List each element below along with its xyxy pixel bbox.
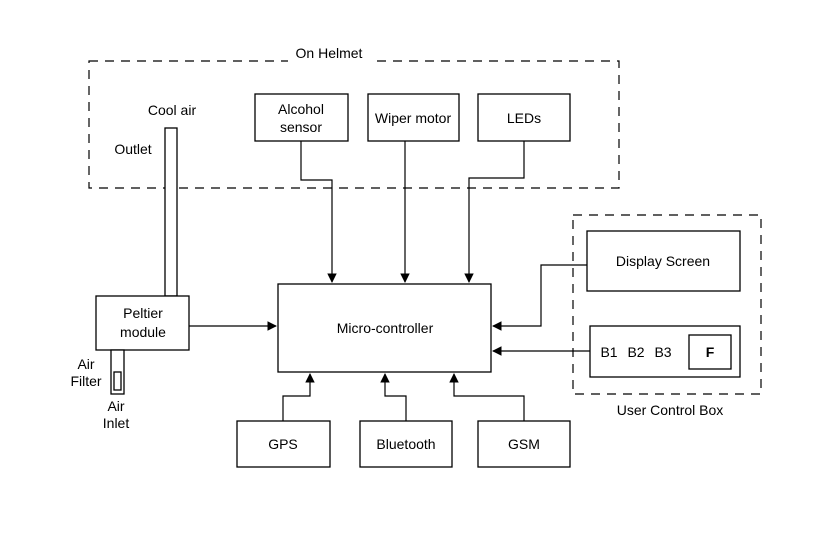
micro-controller-label: Micro-controller xyxy=(337,320,434,336)
air-filter-label-line1: Air xyxy=(77,356,94,372)
leds-label: LEDs xyxy=(507,110,541,126)
gps-to-micro-arrow xyxy=(282,373,315,421)
alcohol-sensor-label-line2: sensor xyxy=(280,119,322,135)
wiper-motor-label: Wiper motor xyxy=(375,110,452,126)
leds-to-micro-arrow xyxy=(464,141,525,283)
peltier-label-line2: module xyxy=(120,324,166,340)
display-to-micro-arrow xyxy=(492,264,587,331)
bluetooth-block xyxy=(359,420,453,468)
gps-label: GPS xyxy=(268,436,298,452)
display-screen-block xyxy=(586,230,741,292)
bluetooth-label: Bluetooth xyxy=(376,436,435,452)
alcohol-sensor-block xyxy=(254,93,349,142)
air-inlet-label-line2: Inlet xyxy=(103,415,130,431)
button-f: F xyxy=(706,344,715,360)
peltier-module-block xyxy=(95,295,190,351)
control-box-group-border xyxy=(572,214,762,395)
air-filter-label-line2: Filter xyxy=(70,373,101,389)
button-b1: B1 xyxy=(600,344,617,360)
helmet-title-bg xyxy=(288,52,370,68)
micro-controller-block xyxy=(277,283,492,373)
bluetooth-to-micro-arrow xyxy=(380,373,407,421)
alcohol-sensor-label-line1: Alcohol xyxy=(278,101,324,117)
button-b2: B2 xyxy=(627,344,644,360)
outlet-label: Outlet xyxy=(114,141,151,157)
air-inlet-label-line1: Air xyxy=(107,398,124,414)
peltier-label-line1: Peltier xyxy=(123,305,163,321)
gsm-label: GSM xyxy=(508,436,540,452)
cool-air-label: Cool air xyxy=(148,102,197,118)
wiper-motor-block xyxy=(367,93,460,142)
button-b3: B3 xyxy=(654,344,671,360)
air-outlet-tube xyxy=(164,127,178,297)
gps-block xyxy=(236,420,331,468)
display-screen-label: Display Screen xyxy=(616,253,710,269)
alcohol-to-micro-arrow xyxy=(300,141,337,283)
gsm-block xyxy=(477,420,571,468)
air-filter xyxy=(113,371,122,391)
control-box-group-title: User Control Box xyxy=(617,402,724,418)
leds-block xyxy=(477,93,571,142)
button-f-box xyxy=(688,334,732,370)
gsm-to-micro-arrow xyxy=(449,373,525,421)
helmet-group-title: On Helmet xyxy=(296,45,363,61)
